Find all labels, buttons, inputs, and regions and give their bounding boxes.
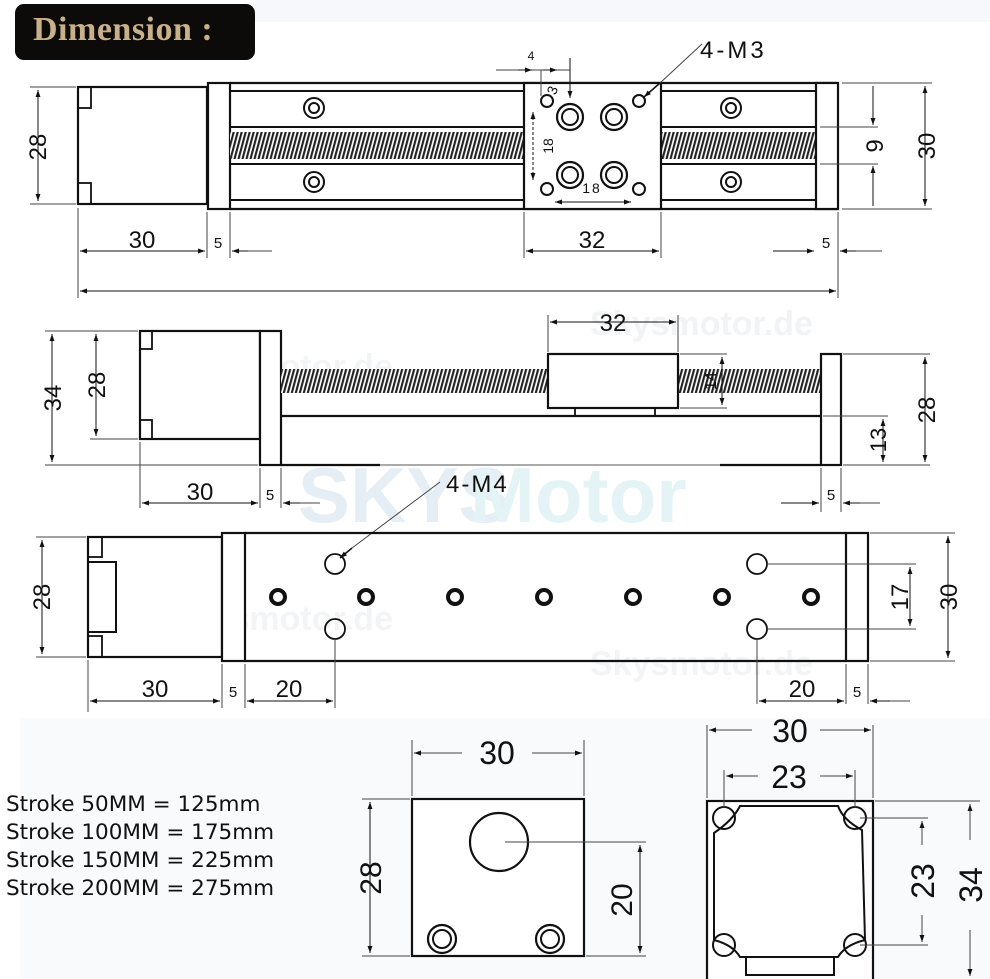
motor-end-hole-spacing-vertical: 23 (905, 863, 941, 899)
side-left-end-plate (258, 329, 283, 467)
top-motor-body (76, 85, 209, 206)
side-view (138, 329, 843, 467)
bottom-motor-connector (87, 561, 117, 633)
carriage-end-labels: 30 28 20 (355, 735, 639, 917)
top-overall-height: 30 (914, 133, 941, 160)
bottom-view-labels: 28 30 5 20 20 5 17 30 (29, 584, 963, 703)
watermark-motor: Motor (470, 451, 687, 539)
top-view (76, 81, 840, 211)
watermark-small-4: Skysmotor.de (590, 645, 813, 683)
carriage-end-view (410, 797, 586, 958)
carriage-end-hole-height: 20 (606, 883, 639, 916)
side-carriage-height: 14 (703, 372, 720, 390)
top-hole-offset-x: 4 (528, 49, 535, 63)
page-title: Dimension : (33, 11, 214, 48)
motor-end-labels: 30 23 23 34 (771, 713, 989, 903)
top-view-labels: 4-M3 28 30 5 32 5 9 30 4 3 18 18 (25, 37, 941, 254)
bottom-hole-offset-right: 20 (789, 676, 816, 703)
motor-end-dimensions (706, 725, 980, 976)
title-badge: Dimension : (15, 4, 255, 60)
side-motor-height: 28 (84, 372, 111, 399)
side-view-labels: 32 14 34 28 30 5 5 28 13 4-M4 (40, 310, 941, 506)
stroke-row: Stroke 50MM = 125mm (6, 792, 261, 817)
stroke-row: Stroke 100MM = 175mm (6, 820, 275, 845)
bottom-left-end-plate (220, 531, 247, 663)
side-end-plate-left: 5 (266, 487, 274, 504)
motor-end-height: 34 (953, 867, 989, 903)
side-base-height: 13 (866, 428, 891, 452)
bottom-end-plate-right: 5 (853, 684, 861, 701)
top-motor-length: 30 (129, 227, 156, 254)
top-background-band (255, 0, 990, 22)
side-end-plate-right: 5 (827, 487, 835, 504)
top-end-plate-right: 5 (822, 235, 830, 252)
top-hole-spacing-horizontal: 18 (582, 180, 602, 196)
bottom-motor-length: 30 (142, 676, 169, 703)
top-carriage-width: 32 (579, 227, 606, 254)
side-lead-screw-left (281, 369, 548, 393)
bottom-view-dimensions (36, 532, 955, 712)
motor-end-view (705, 799, 875, 979)
stroke-row: Stroke 200MM = 275mm (6, 876, 275, 901)
top-callout-m3: 4-M3 (700, 37, 767, 64)
stroke-row: Stroke 150MM = 225mm (6, 848, 275, 873)
carriage-end-dimensions (362, 740, 646, 957)
side-carriage (546, 352, 680, 410)
bottom-overall-height: 30 (936, 584, 963, 611)
top-rail-gap: 9 (862, 139, 889, 152)
side-right-end-plate (819, 352, 843, 467)
top-view-dimensions (30, 43, 932, 298)
carriage-end-height: 28 (355, 861, 388, 894)
top-lead-screw-right (661, 132, 816, 159)
motor-end-width: 30 (772, 713, 808, 749)
side-carriage-width: 32 (600, 310, 627, 337)
top-right-end-plate (814, 81, 840, 211)
bottom-hole-spacing: 17 (887, 584, 914, 611)
carriage-end-width: 30 (479, 735, 515, 771)
top-end-plate-left: 5 (214, 235, 222, 252)
top-left-end-plate (206, 81, 232, 211)
side-lead-screw-right (678, 369, 821, 393)
bottom-motor-body (86, 535, 224, 659)
carriage-end-body (410, 797, 586, 958)
bottom-hole-offset-left: 20 (276, 676, 303, 703)
motor-end-hole-spacing-horizontal: 23 (771, 759, 807, 795)
side-overall-height: 28 (914, 397, 941, 424)
side-callout-m4: 4-M4 (446, 471, 509, 498)
bottom-right-end-plate (844, 531, 870, 663)
side-motor-body (138, 329, 262, 441)
stroke-length-table: Stroke 50MM = 125mm Stroke 100MM = 175mm… (6, 791, 336, 903)
top-lead-screw-left (230, 132, 524, 159)
top-carriage (522, 81, 663, 211)
top-hole-spacing-vertical: 18 (540, 138, 556, 154)
top-motor-height: 28 (25, 134, 52, 161)
side-view-dimensions (45, 315, 930, 559)
bottom-view (86, 531, 870, 663)
side-motor-length: 30 (187, 479, 214, 506)
bottom-end-plate-left: 5 (229, 684, 237, 701)
side-motor-total-height: 34 (40, 385, 67, 412)
bottom-motor-height: 28 (29, 584, 56, 611)
